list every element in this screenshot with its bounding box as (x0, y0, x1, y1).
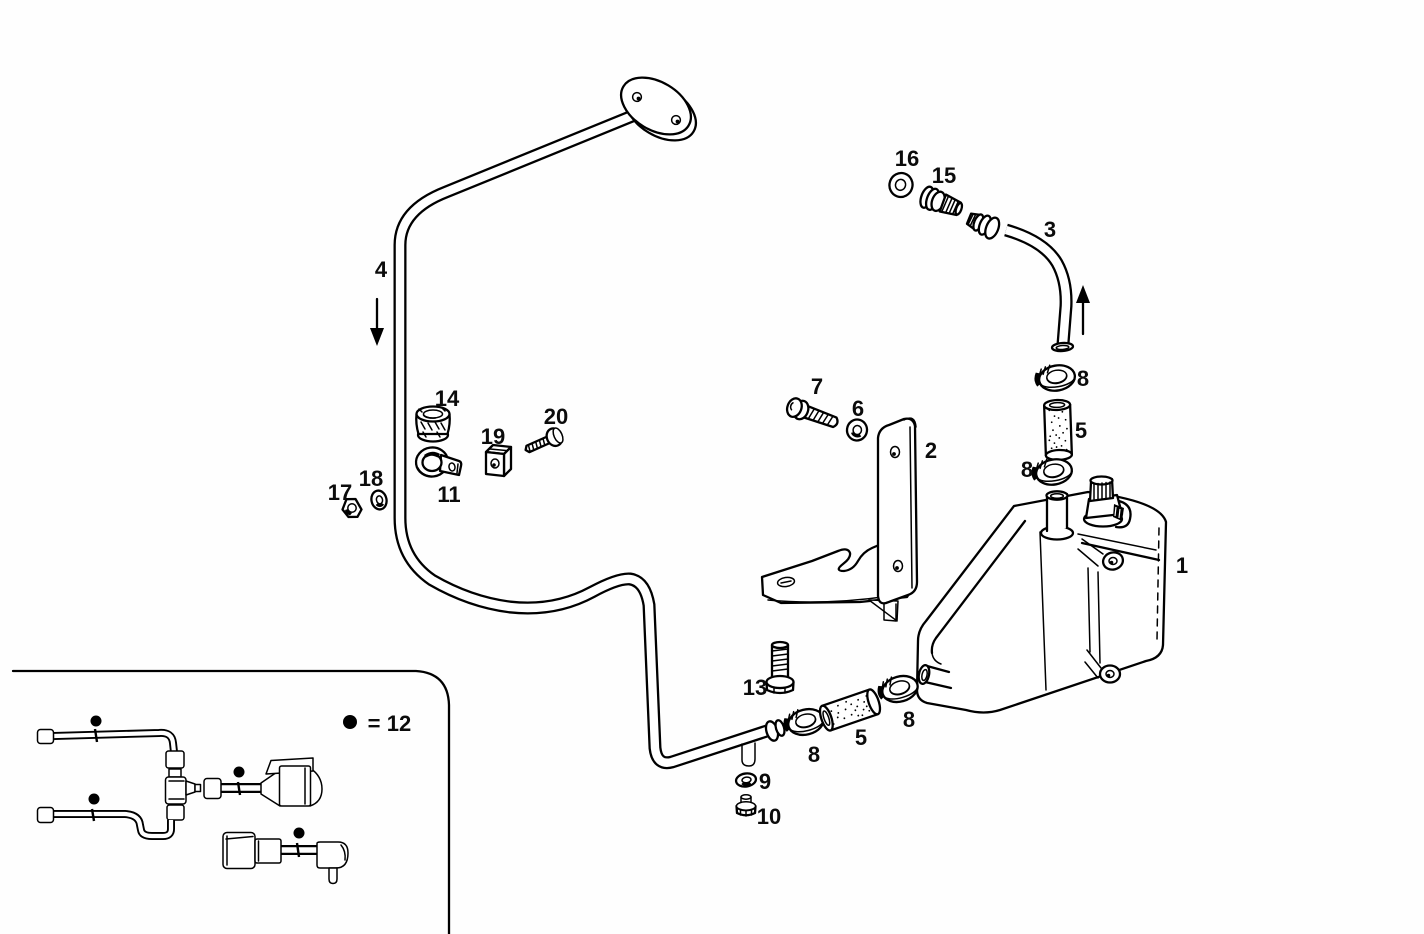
legend-dot (343, 715, 357, 729)
hose-5-horizontal (816, 686, 884, 734)
flow-arrow-down (370, 297, 384, 346)
callout-20: 20 (544, 404, 568, 429)
callout-15: 15 (932, 163, 956, 188)
inset-panel: = 12 (11, 669, 451, 934)
callout-1: 1 (1176, 553, 1188, 578)
callout-5b: 5 (855, 725, 867, 750)
clamp-8-stack-bottom (1028, 454, 1076, 490)
part-2-bracket (760, 417, 919, 622)
part-12-dot (233, 766, 245, 778)
callout-19: 19 (481, 424, 505, 449)
part-19-clip-nut (484, 443, 513, 478)
part-15-fitting (919, 185, 964, 217)
inset-hose-assembly-top (36, 715, 185, 769)
callout-8d: 8 (903, 707, 915, 732)
part-13-bolt (765, 640, 795, 695)
callout-8a: 8 (1077, 366, 1089, 391)
callout-14: 14 (435, 386, 460, 411)
inset-border (11, 669, 451, 934)
legend-part-12: 12 (387, 711, 411, 736)
part-18-washer (370, 489, 388, 511)
flow-arrow-up (1076, 285, 1090, 336)
inset-elbow-assembly (222, 827, 349, 885)
legend-equals: = (368, 711, 381, 736)
tube-flange (620, 76, 697, 142)
callout-18: 18 (359, 466, 383, 491)
part-1-tank (915, 475, 1168, 714)
part-3-elbow-tube (965, 212, 1075, 353)
callout-17: 17 (328, 480, 352, 505)
callout-10: 10 (757, 804, 781, 829)
inset-legend: = 12 (343, 711, 411, 736)
part-14-bushing (415, 405, 451, 443)
part-12-dot (90, 715, 102, 727)
part-7-bolt (785, 397, 839, 429)
callout-6: 6 (852, 396, 864, 421)
inset-tee-junction (164, 768, 202, 821)
callout-16: 16 (895, 146, 919, 171)
part-16-seal-ring (888, 171, 914, 199)
callout-4: 4 (375, 257, 388, 282)
callout-8c: 8 (808, 742, 820, 767)
clamp-8-stack-top (1031, 360, 1079, 396)
callout-13: 13 (743, 675, 767, 700)
part-12-dot (293, 827, 305, 839)
callout-8b: 8 (1021, 457, 1033, 482)
part-11-clamp (414, 446, 463, 478)
callout-11: 11 (437, 482, 460, 507)
part-17-nut (341, 497, 363, 519)
callout-2: 2 (925, 438, 937, 463)
callout-3: 3 (1044, 217, 1056, 242)
callout-7: 7 (811, 374, 823, 399)
inset-hose-assembly-bottom (36, 793, 175, 840)
clamp-8-horizontal-right (873, 669, 922, 709)
part-10-plug (735, 794, 757, 817)
inset-valve-assembly (203, 757, 323, 807)
callout-5a: 5 (1075, 418, 1087, 443)
part-20-screw (524, 427, 564, 454)
hose-5-vertical (1042, 398, 1074, 462)
part-12-dot (88, 793, 100, 805)
part-4-tube (393, 76, 786, 770)
callouts: 4 16 15 3 8 5 8 1 7 6 2 14 19 20 11 17 1… (328, 146, 1188, 829)
part-6-washer (845, 418, 869, 442)
pipe-nub (741, 742, 756, 767)
part-9-washer (734, 772, 758, 788)
callout-9: 9 (759, 769, 771, 794)
